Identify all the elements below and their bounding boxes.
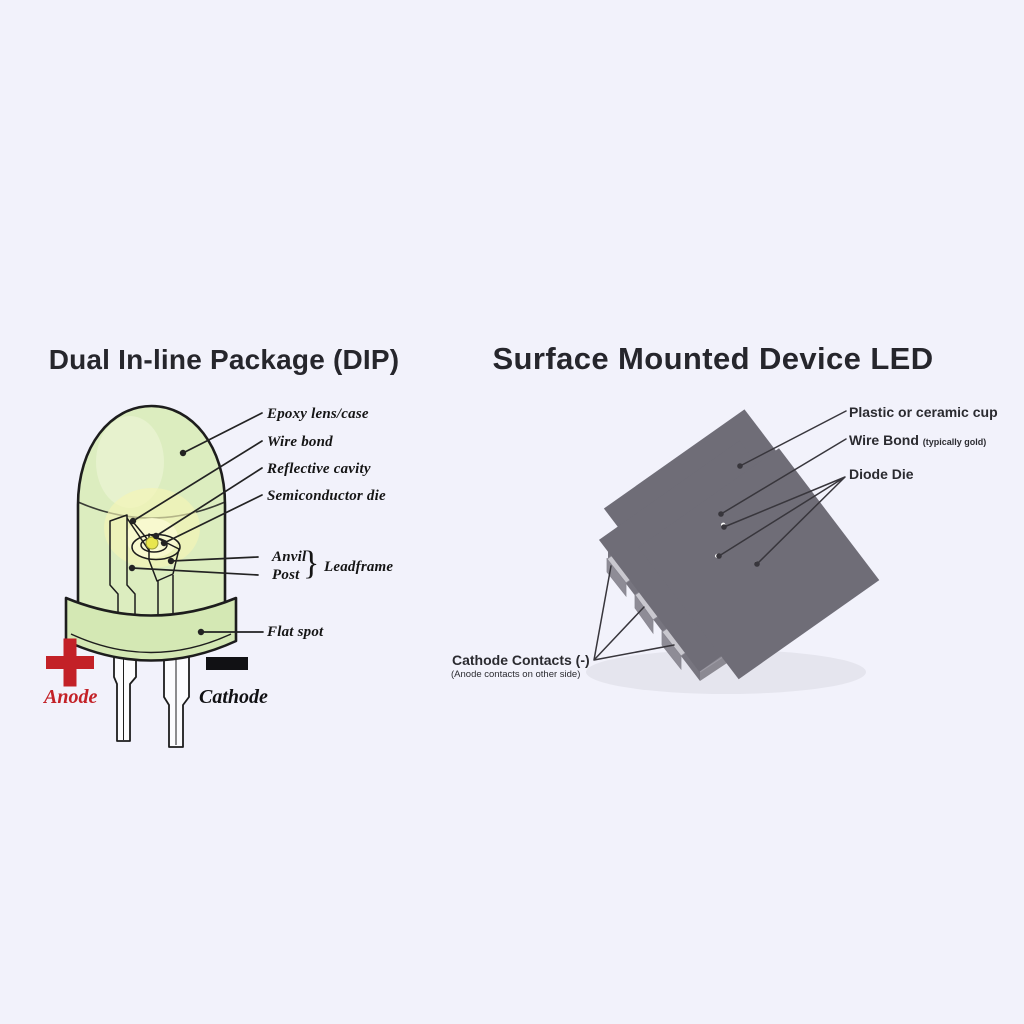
leader-dot: [167, 557, 175, 565]
leader-epoxy: [182, 412, 263, 454]
leader-dot: [197, 628, 205, 636]
leader-dot: [737, 463, 743, 469]
leader-diode-die-fan: [718, 476, 846, 565]
flange: [64, 596, 238, 662]
led-leads: [113, 652, 190, 748]
leader-reflective-cavity: [155, 467, 263, 537]
label-smd-wire-bond: Wire Bond (typically gold): [849, 432, 986, 448]
label-cathode-contacts-note: (Anode contacts on other side): [451, 669, 581, 680]
leader-dot: [129, 517, 137, 525]
dip-leader-lines: [128, 412, 264, 636]
label-anvil: Anvil: [272, 549, 307, 565]
label-reflective-cavity: Reflective cavity: [267, 461, 371, 477]
contact-tab-front: [661, 630, 682, 671]
leader-post: [131, 567, 259, 576]
contact-tab-front: [606, 557, 627, 598]
minus-icon: [206, 657, 248, 670]
leader-anvil: [170, 556, 259, 562]
leadframe-brace: }: [303, 545, 320, 582]
label-plastic-ceramic-cup: Plastic or ceramic cup: [849, 404, 998, 420]
smd-leader-lines: [593, 410, 847, 661]
leader-wire-bond: [132, 440, 263, 522]
dip-led-drawing: [46, 404, 248, 748]
flange-bottom-rim: [70, 633, 232, 654]
label-post: Post: [272, 567, 300, 583]
dome-highlight: [96, 416, 164, 508]
label-epoxy-lens: Epoxy lens/case: [267, 406, 369, 422]
cathode-label: Cathode: [199, 686, 268, 708]
contact-tab-front: [634, 593, 654, 635]
label-leadframe: Leadframe: [324, 559, 394, 575]
smd-shadow: [586, 650, 866, 694]
leader-semiconductor-die: [163, 494, 263, 544]
diode-dies: [598, 409, 880, 680]
label-cathode-contacts: Cathode Contacts (-): [452, 652, 590, 668]
leader-smd-wire-bond: [720, 438, 847, 515]
label-semiconductor-die: Semiconductor die: [267, 488, 386, 504]
plus-icon: [46, 638, 94, 687]
leader-dot: [721, 524, 727, 530]
post-strut: [126, 517, 151, 553]
anvil-outline: [148, 533, 180, 582]
leader-dot: [128, 564, 136, 572]
leader-dot: [718, 511, 724, 517]
leader-dot: [754, 561, 760, 567]
leader-cathode-contacts-fan: [593, 565, 675, 661]
leader-dot: [179, 449, 187, 457]
anode-label: Anode: [44, 686, 98, 708]
label-diode-die: Diode Die: [849, 466, 914, 482]
dip-title: Dual In-line Package (DIP): [48, 344, 400, 375]
anode-lead: [113, 652, 137, 742]
leader-cup: [739, 410, 847, 467]
leader-dot: [160, 539, 168, 547]
leader-dot: [716, 553, 722, 559]
label-wire-bond: Wire bond: [267, 434, 333, 450]
smd-title: Surface Mounted Device LED: [492, 341, 934, 376]
label-flat-spot: Flat spot: [267, 624, 324, 640]
semiconductor-die-dot: [145, 536, 159, 550]
label-smd-wire-bond-text: Wire Bond: [849, 432, 919, 448]
label-smd-wire-bond-note: (typically gold): [922, 437, 987, 447]
leader-dot: [152, 532, 160, 540]
